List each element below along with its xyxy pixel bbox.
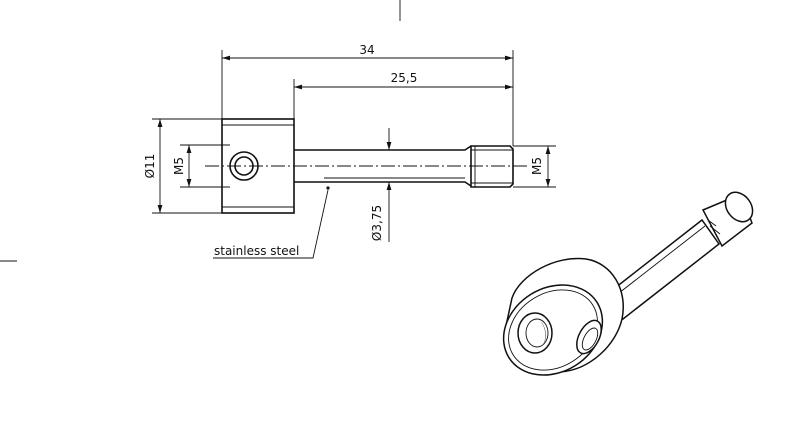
material-leader [213,189,329,259]
dim-shaft-length: 25,5 [391,71,418,85]
dim-body-diameter: Ø11 [143,154,157,179]
head-face [502,284,604,376]
dim-shaft-diameter: Ø3,75 [370,205,384,241]
dim-overall-length: 34 [359,43,374,57]
threaded-end [470,145,514,188]
dim-body-thread: M5 [172,157,186,175]
dimension-lines: 34 25,5 Ø11 M5 M5 Ø3,75 stainless steel [143,43,556,259]
shaft [294,145,472,187]
iso-side-hole [576,319,602,355]
iso-bore-outer [517,312,553,354]
dim-end-thread: M5 [530,157,544,175]
side-view [205,118,530,214]
isometric-view [502,191,754,376]
material-label: stainless steel [214,244,299,258]
